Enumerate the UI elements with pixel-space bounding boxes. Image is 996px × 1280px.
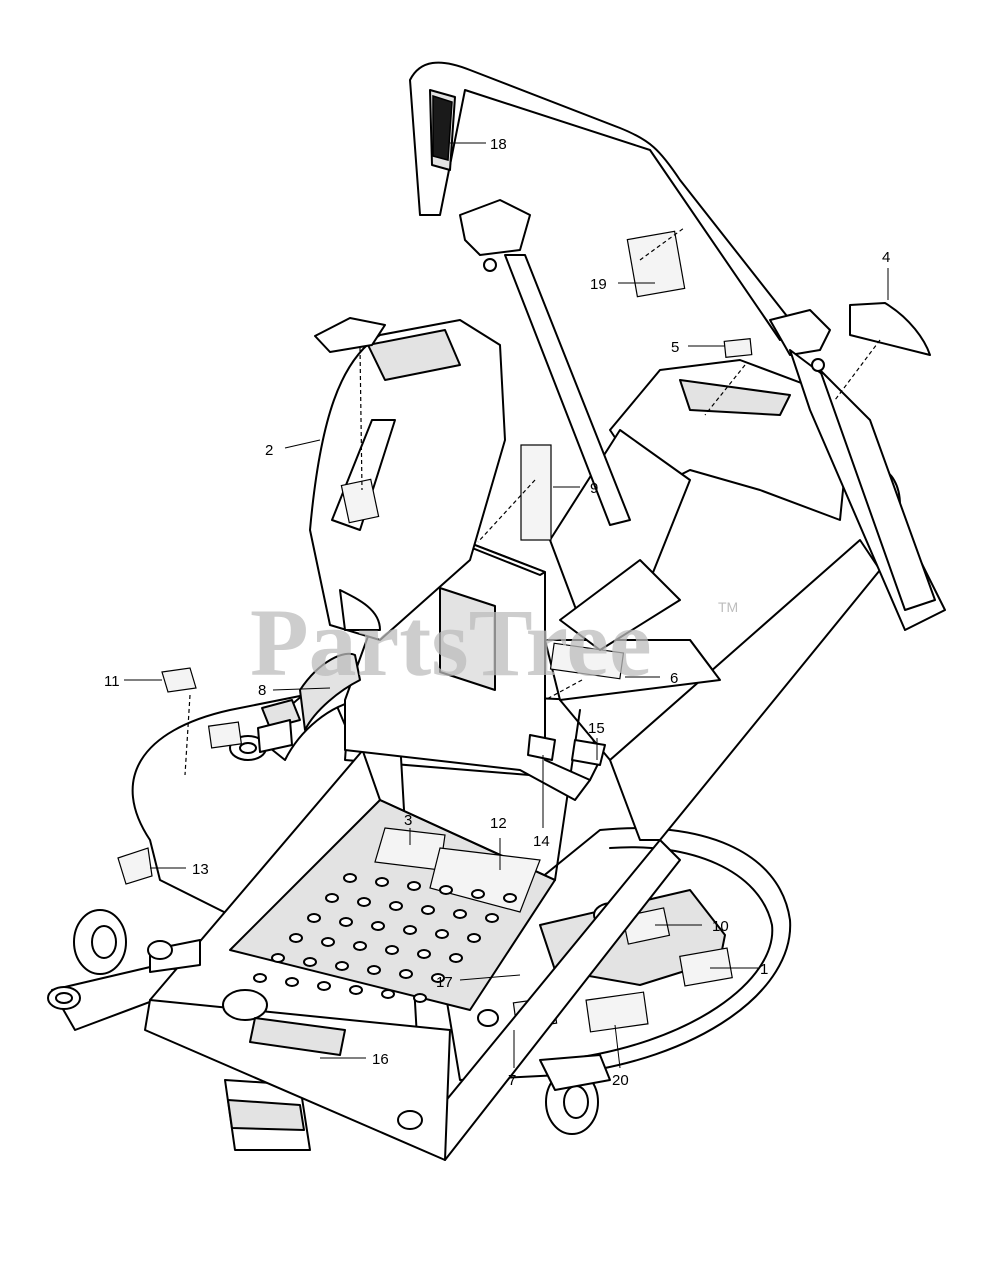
callout-2: 2 [265, 442, 273, 459]
callout-7: 7 [508, 1072, 516, 1089]
callout-13: 13 [192, 861, 209, 878]
grip-dot [403, 925, 417, 935]
grip-dot [303, 957, 317, 967]
loose-decals [161, 227, 931, 776]
grip-dot [325, 893, 339, 903]
callout-18: 18 [490, 136, 507, 153]
grip-dot [339, 917, 353, 927]
main-frame [144, 539, 881, 1161]
grip-dot [399, 969, 413, 979]
callout-11: 11 [104, 673, 120, 690]
grip-dot [439, 885, 453, 895]
grip-dot [453, 909, 467, 919]
grip-dot [349, 985, 363, 995]
grip-dot [471, 889, 485, 899]
grip-dot [389, 901, 403, 911]
grip-dot [353, 941, 367, 951]
grip-dot [467, 933, 481, 943]
grip-dot [335, 961, 349, 971]
callout-1: 1 [760, 961, 768, 978]
grip-dot [407, 881, 421, 891]
grip-dot [503, 893, 517, 903]
callout-14: 14 [533, 833, 550, 850]
grip-dot [417, 949, 431, 959]
grip-dot [253, 973, 267, 983]
callout-12: 12 [490, 815, 507, 832]
grip-dot [375, 877, 389, 887]
grip-dot [271, 953, 285, 963]
callout-8: 8 [258, 682, 266, 699]
watermark-text: PartsTree [250, 589, 652, 696]
callout-labels: 1 2 3 4 5 6 7 8 9 10 11 12 13 14 15 16 1… [104, 136, 890, 1089]
grip-dot [381, 989, 395, 999]
watermark-trademark: TM [718, 599, 738, 615]
grip-dot [485, 913, 499, 923]
grip-dot [385, 945, 399, 955]
grip-dot [367, 965, 381, 975]
grip-dot [285, 977, 299, 987]
callout-3: 3 [404, 812, 412, 829]
callout-5: 5 [671, 339, 679, 356]
grip-dot [431, 973, 445, 983]
callout-10: 10 [712, 918, 729, 935]
rear-shroud [549, 359, 901, 651]
callout-9: 9 [590, 480, 598, 497]
callout-16: 16 [372, 1051, 389, 1068]
grip-dot [413, 993, 427, 1003]
floor-grip-dots [253, 873, 517, 1003]
callout-20: 20 [612, 1072, 629, 1089]
callout-19: 19 [590, 276, 607, 293]
grip-dot [435, 929, 449, 939]
grip-dot [321, 937, 335, 947]
grip-dot [371, 921, 385, 931]
callout-leaders [124, 142, 889, 1069]
callout-4: 4 [882, 249, 890, 266]
front-caster-arms [47, 944, 311, 1151]
grip-dot [343, 873, 357, 883]
control-console [309, 319, 506, 641]
rops-roll-bar [409, 61, 946, 631]
grip-dot [289, 933, 303, 943]
callout-17: 17 [436, 974, 453, 991]
grip-dot [357, 897, 371, 907]
grip-dot [317, 981, 331, 991]
grip-dot [421, 905, 435, 915]
grip-dot [307, 913, 321, 923]
callout-6: 6 [670, 670, 678, 687]
grip-dot [449, 953, 463, 963]
callout-15: 15 [588, 720, 605, 737]
